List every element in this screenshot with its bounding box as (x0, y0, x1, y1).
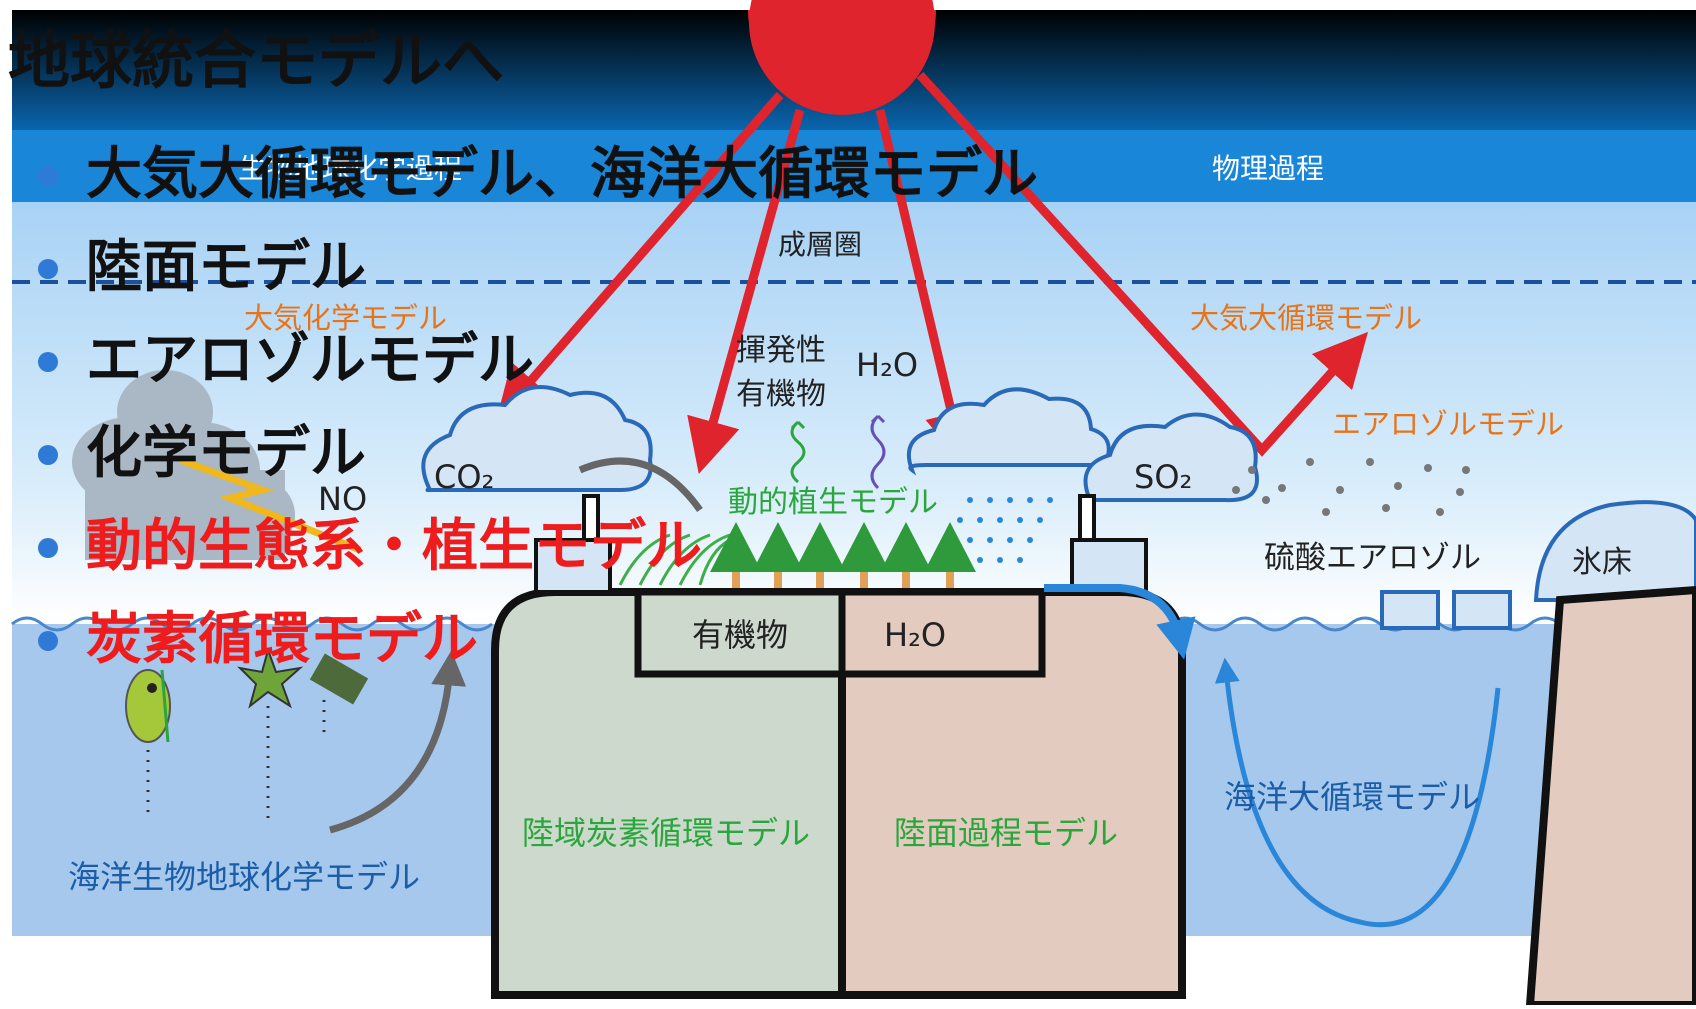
no-label: NO (318, 480, 367, 518)
storm-cloud (72, 370, 362, 560)
volatile-organics-line1: 揮発性 (736, 333, 826, 368)
h2o-box-label: H₂O (884, 616, 946, 654)
bullet-item: 炭素循環モデル (30, 593, 1038, 686)
ogcm-label: 海洋大循環モデル (1224, 778, 1480, 816)
bullet-text: 化学モデル (86, 420, 366, 486)
ray-3 (875, 108, 979, 467)
dynamic-vegetation-label: 動的植生モデル (728, 485, 938, 520)
bullet-item: 大気大循環モデル、海洋大循環モデル (30, 128, 1038, 221)
header-right-label: 物理過程 (1212, 152, 1324, 185)
atmos-chem-label: 大気化学モデル (244, 301, 447, 335)
detritus (309, 653, 369, 705)
bullet-dot (38, 538, 58, 558)
trees (710, 522, 976, 592)
ice-bedrock (1525, 585, 1696, 1009)
bullet-item: 化学モデル (30, 407, 1038, 500)
bullet-dot (38, 445, 58, 465)
organics-box-label: 有機物 (692, 616, 788, 654)
h2o-box (838, 588, 1046, 678)
sulfate-aerosol-label: 硫酸エアロゾル (1264, 540, 1481, 576)
rain-cloud (906, 387, 1111, 476)
lightning (178, 456, 362, 554)
river-runoff (1044, 584, 1196, 660)
co2-flux-arrow (578, 457, 703, 513)
stratosphere-label: 成層圏 (778, 228, 862, 261)
so2-label: SO₂ (1134, 458, 1192, 496)
vapor-squiggle-green (790, 420, 806, 484)
ocean-circulation (1214, 657, 1501, 928)
bullet-text: 炭素循環モデル (86, 606, 478, 672)
bullet-item: 陸面モデル (30, 221, 1038, 314)
header-band (12, 130, 1696, 202)
factory-right (1070, 494, 1148, 594)
ray-1 (496, 92, 784, 421)
bullet-text: 動的生態系・植生モデル (86, 513, 702, 579)
ice-sheet-label: 氷床 (1572, 545, 1632, 580)
header-left-label: 生物地球化学過程 (238, 152, 462, 185)
slide-title: 地球統合モデルへ (8, 24, 505, 97)
bullet-list: 大気大循環モデル、海洋大循環モデル 陸面モデル エアロゾルモデル 化学モデル 動… (30, 128, 1038, 686)
land-carbon-label: 陸域炭素循環モデル (522, 814, 810, 852)
bullet-item: エアロゾルモデル (30, 314, 1038, 407)
so2-cloud (1083, 412, 1259, 503)
bullet-text: 陸面モデル (86, 234, 366, 300)
bullet-text: エアロゾルモデル (86, 327, 534, 393)
factory-left (534, 494, 612, 594)
solar-rays (496, 71, 1369, 475)
bullet-dot (38, 166, 58, 186)
bullet-dot (38, 631, 58, 651)
ice-shelf (1533, 500, 1696, 602)
rain-dots (957, 497, 1053, 563)
aerosol-model-label: エアロゾルモデル (1332, 407, 1564, 441)
bullet-item: 動的生態系・植生モデル (30, 500, 1038, 593)
plankton-bird (125, 669, 171, 743)
land-surface-label: 陸面過程モデル (894, 814, 1118, 852)
sea-ice (1380, 590, 1512, 630)
volatile-organics-line2: 有機物 (736, 377, 826, 412)
h2o-vapor-label: H₂O (856, 346, 918, 384)
diatom (237, 646, 304, 709)
bullet-dot (38, 259, 58, 279)
sinking-dots (146, 700, 326, 820)
aerosol-dots (1232, 458, 1470, 516)
bullet-text: 大気大循環モデル、海洋大循環モデル (86, 141, 1038, 207)
ray-2 (687, 108, 805, 475)
sun-body (749, 0, 935, 115)
bullet-dot (38, 352, 58, 372)
agcm-label: 大気大循環モデル (1190, 301, 1422, 335)
ocean-bio-label: 海洋生物地球化学モデル (68, 858, 420, 896)
ray-4-reflected (916, 71, 1369, 457)
ocean-co2-arrow (329, 650, 467, 834)
co2-label: CO₂ (434, 458, 494, 496)
vapor-squiggle-purple (870, 414, 886, 490)
